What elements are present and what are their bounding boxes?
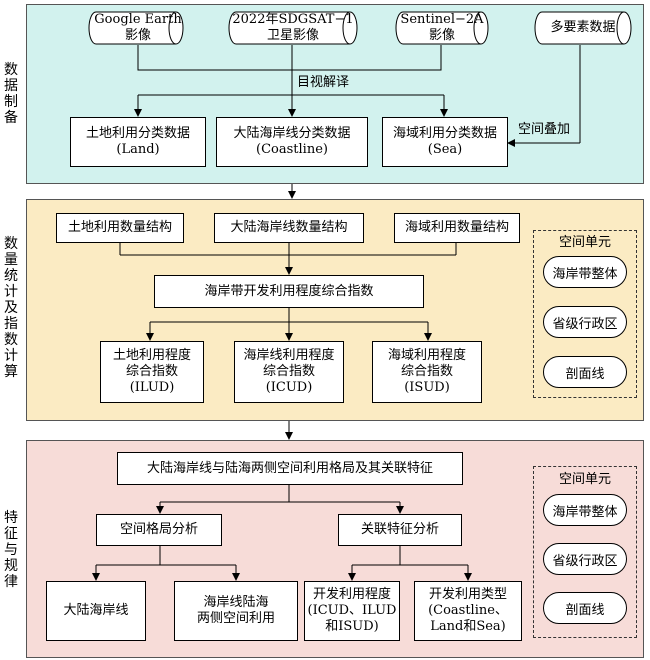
box-composite-index: 海岸带开发利用程度综合指数 — [154, 275, 424, 308]
cylinder-sentinel — [395, 11, 489, 45]
box-isud: 海域利用程度综合指数(ISUD) — [372, 341, 482, 403]
box-coastline-data: 大陆海岸线分类数据(Coastline) — [216, 117, 368, 167]
source-multi-element: 多要素数据 — [550, 20, 616, 35]
spatial-units-title-stats: 空间单元 — [558, 235, 611, 250]
box-association: 关联特征分析 — [338, 514, 462, 546]
unit-province-stats: 省级行政区 — [543, 306, 627, 338]
unit-profile-line-features: 剖面线 — [543, 592, 627, 624]
box-sea-data: 海域利用分类数据(Sea) — [382, 117, 508, 167]
box-land-structure: 土地利用数量结构 — [56, 213, 184, 243]
side-label-features: 特征与规律 — [4, 510, 18, 590]
label-spatial-overlay: 空间叠加 — [518, 122, 571, 137]
cylinder-multi — [534, 11, 632, 45]
box-ilud: 土地利用程度综合指数(ILUD) — [100, 341, 204, 403]
box-development-type: 开发利用类型(Coastline、Land和Sea) — [414, 581, 522, 641]
spatial-units-group-stats — [533, 230, 637, 398]
box-icud: 海岸线利用程度综合指数(ICUD) — [234, 341, 344, 403]
side-label-stats: 数量统计及指数计算 — [4, 236, 18, 380]
spatial-units-title-features: 空间单元 — [558, 472, 611, 487]
unit-coastal-zone-features: 海岸带整体 — [543, 494, 627, 526]
unit-province-features: 省级行政区 — [543, 543, 627, 575]
unit-profile-line-stats: 剖面线 — [543, 356, 627, 388]
label-visual-interpretation: 目视解译 — [297, 75, 350, 90]
cylinder-sdgsat — [228, 11, 358, 45]
cylinder-google — [88, 11, 184, 45]
spatial-units-group-features — [533, 466, 637, 638]
box-mainland-coastline: 大陆海岸线 — [46, 581, 146, 641]
box-sea-structure: 海域利用数量结构 — [394, 213, 520, 243]
unit-coastal-zone-stats: 海岸带整体 — [543, 256, 627, 288]
side-label-data-prep: 数据制备 — [4, 62, 18, 126]
box-coastline-structure: 大陆海岸线数量结构 — [214, 213, 364, 243]
box-spatial-pattern: 空间格局分析 — [96, 514, 222, 546]
box-land-data: 土地利用分类数据(Land) — [70, 117, 206, 167]
box-pattern-main: 大陆海岸线与陆海两侧空间利用格局及其关联特征 — [117, 452, 463, 485]
box-land-sea-use: 海岸线陆海两侧空间利用 — [174, 581, 298, 641]
